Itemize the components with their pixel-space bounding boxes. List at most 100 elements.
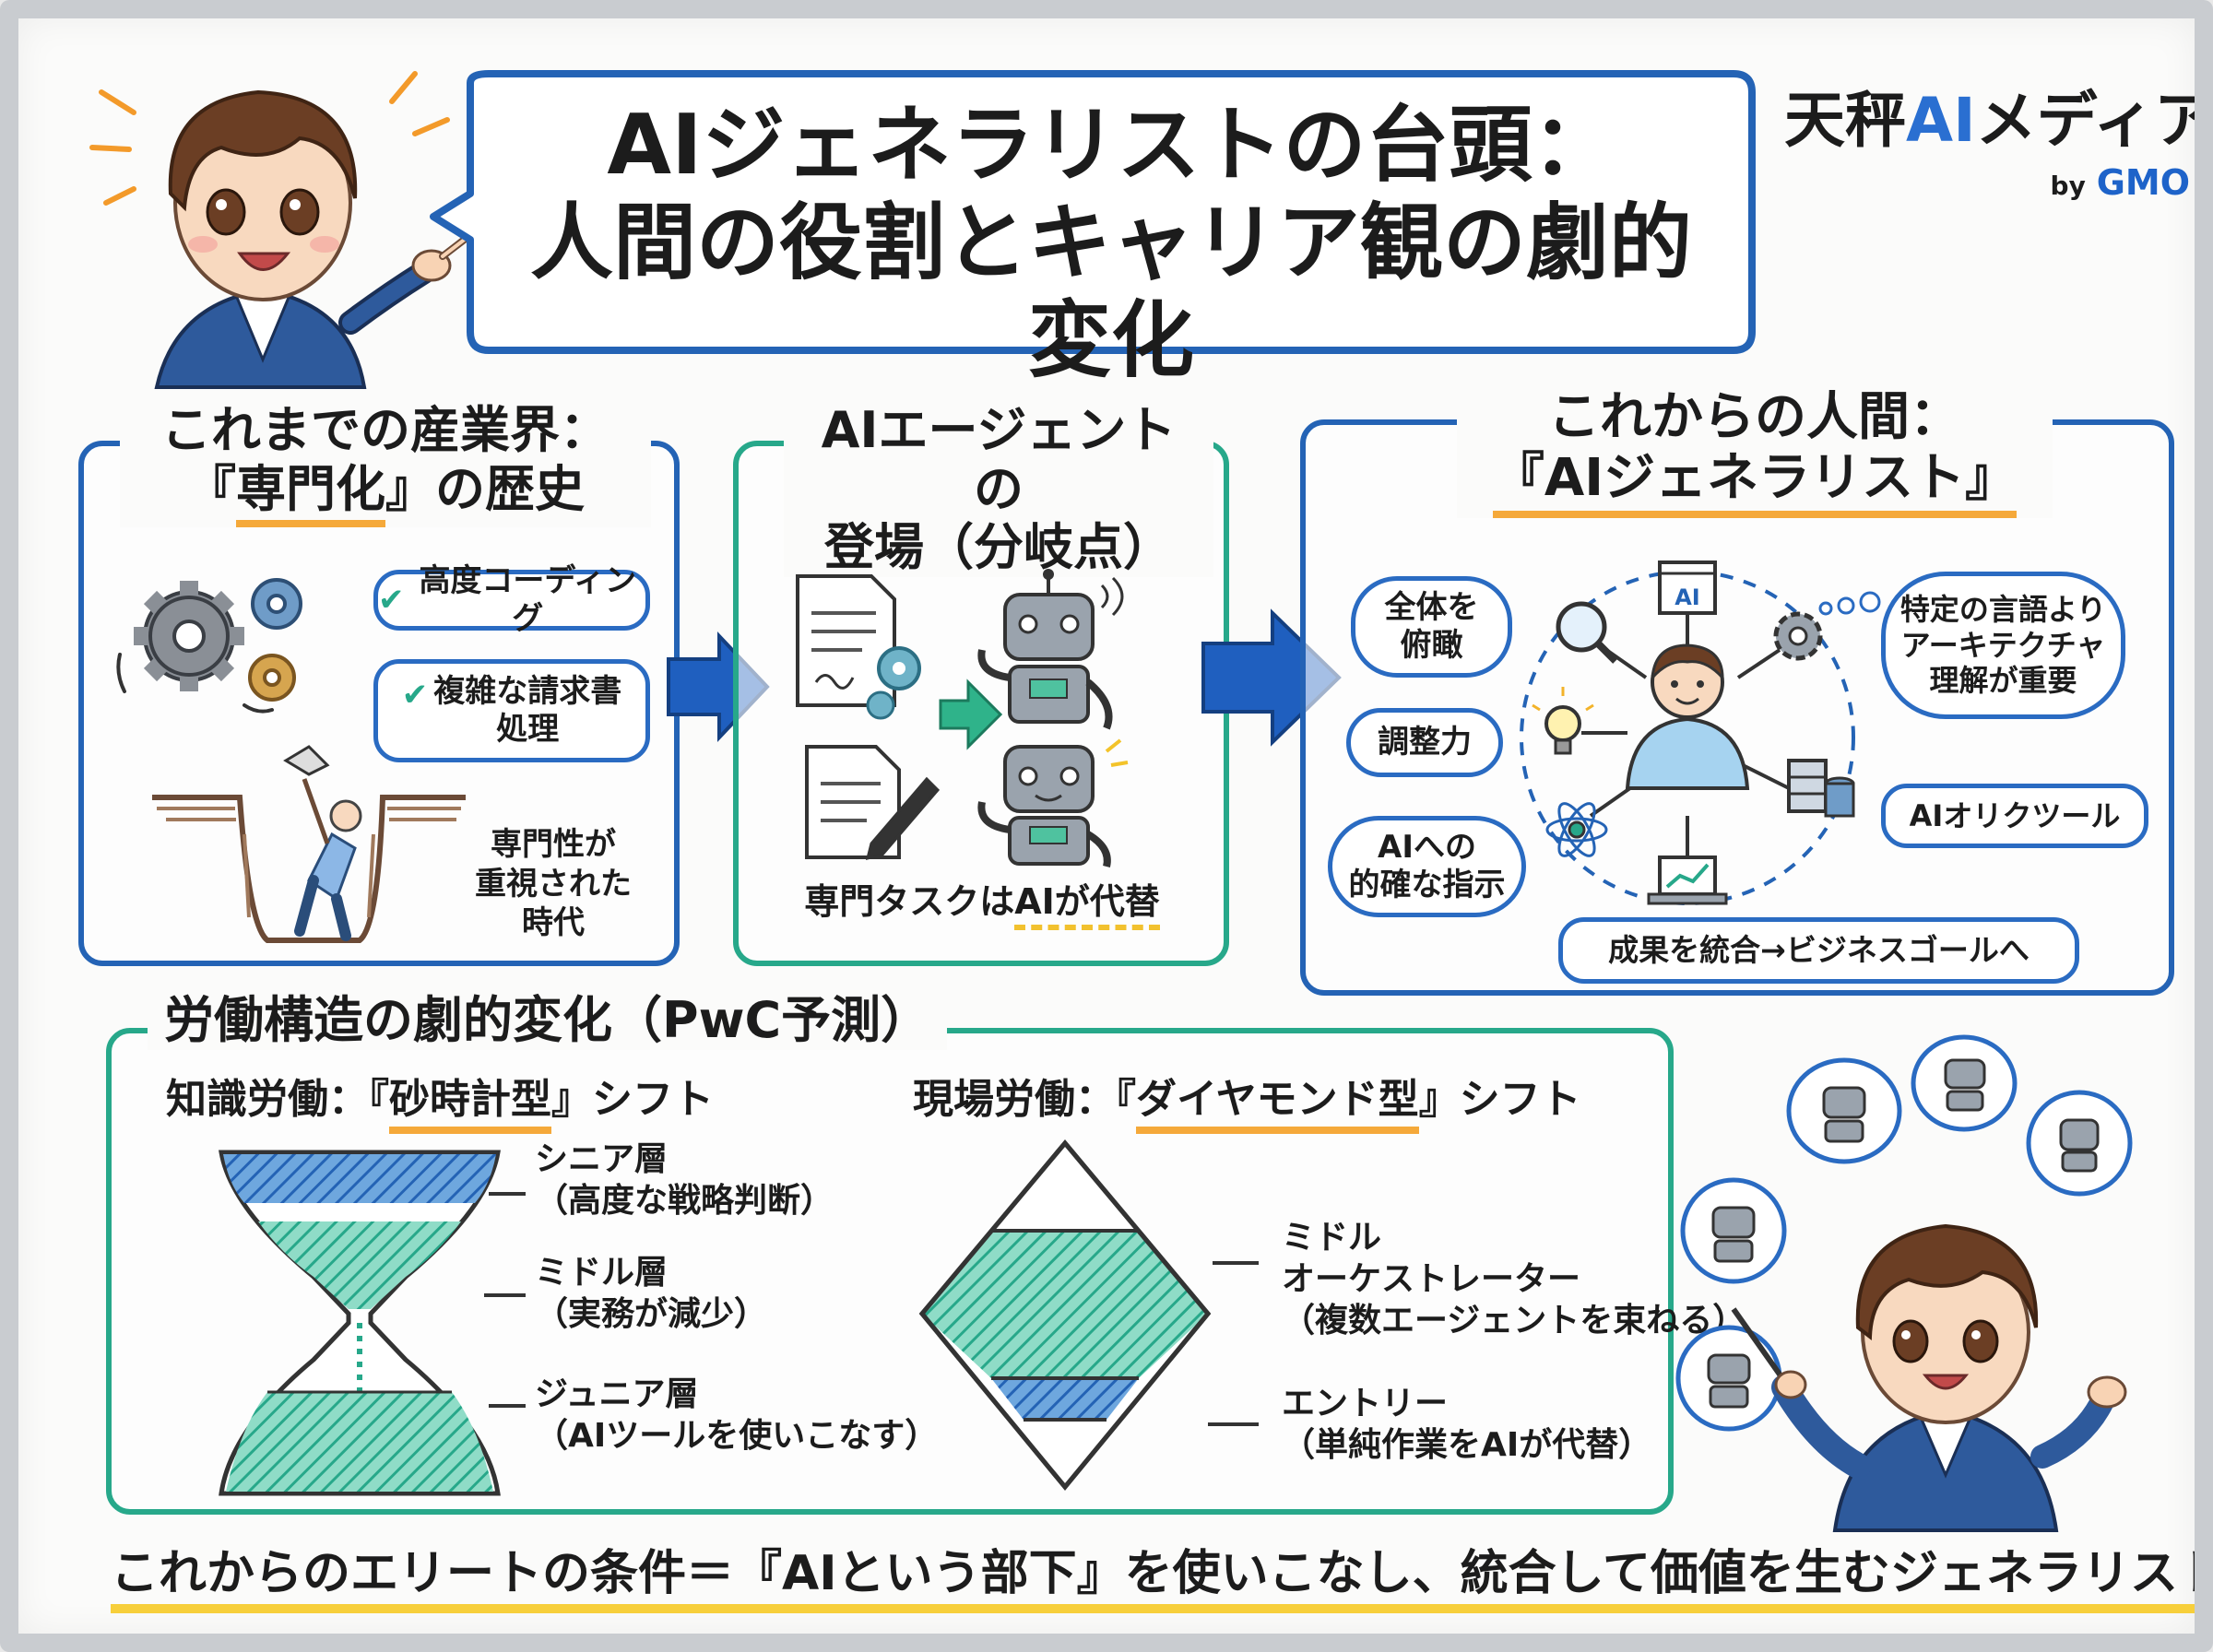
check-icon: ✔ <box>401 677 429 714</box>
diamond-diagram <box>918 1139 1212 1491</box>
panel-future-title: これからの人間： 『AIジェネラリスト』 <box>1457 387 2053 519</box>
bubble-integrate: 成果を統合→ビジネスゴールへ <box>1558 917 2079 984</box>
footer-conclusion: これからのエリートの条件＝『AIという部下』を使いこなし、統合して価値を生むジェ… <box>111 1544 2195 1613</box>
ai-screen-label: AI <box>1675 584 1700 610</box>
arrow-right-icon <box>939 678 1003 750</box>
label-middle: ミドル層 （実務が減少） <box>535 1252 767 1335</box>
history-caption-line2: 重視された <box>475 865 632 903</box>
bubble-architecture-line2: アーキテクチャ <box>1900 627 2106 663</box>
field-highlight: ダイヤモンド型 <box>1136 1074 1419 1134</box>
logo-text-ai: AI <box>1906 85 1976 156</box>
hourglass-diagram <box>219 1150 501 1496</box>
logo-text-1: 天秤 <box>1784 85 1906 156</box>
digging-worker-illustration <box>152 745 466 943</box>
bubble-invoice-line2: 処理 <box>496 711 560 748</box>
hourglass-pointer-lines <box>484 1192 526 1408</box>
label-junior: ジュニア層 （AIツールを使いこなす） <box>535 1374 938 1457</box>
bubble-ai-tools-label: AIオリクツール <box>1909 797 2121 833</box>
laptop-chart-icon <box>1647 856 1728 905</box>
label-orchestrator-line3: （複数エージェントを束ねる） <box>1282 1302 1746 1339</box>
diamond-pointer-lines <box>1208 1261 1259 1426</box>
label-orchestrator: ミドル オーケストレーター （複数エージェントを束ねる） <box>1282 1217 1746 1341</box>
panel-history-title-line1: これまでの産業界： <box>161 401 609 459</box>
label-middle-line2: （実務が減少） <box>535 1295 768 1333</box>
title-line-1: AIジェネラリストの台頭： <box>607 97 1615 194</box>
field-suffix: 』シフト <box>1418 1076 1581 1123</box>
agents-caption-highlight: AIが代替 <box>1014 880 1160 930</box>
history-caption: 専門性が 重視された 時代 <box>461 825 645 943</box>
logo-gmo: GMO <box>2096 161 2190 203</box>
agents-caption-prefix: 専門タスクは <box>804 881 1015 922</box>
label-junior-line1: ジュニア層 <box>535 1375 699 1413</box>
field-work-heading: 現場労働：『ダイヤモンド型』シフト <box>913 1074 1581 1134</box>
bubble-architecture: 特定の言語よりアーキテクチャ理解が重要 <box>1881 572 2125 719</box>
label-entry: エントリー （単純作業をAIが代替） <box>1282 1383 1651 1466</box>
title-bubble-shape <box>430 70 1756 354</box>
label-orchestrator-line1: ミドル <box>1282 1219 1382 1257</box>
bubble-ai-tools: AIオリクツール <box>1881 784 2148 848</box>
panel-agents-title-line1: AIエージェントの <box>821 401 1177 518</box>
label-senior-line2: （高度な戦略判断） <box>535 1182 834 1220</box>
brand-logo: 天秤AIメディア by GMO <box>1784 85 2195 203</box>
panel-history-title-prefix: 『 <box>186 459 236 518</box>
bubble-coordination: 調整力 <box>1346 708 1503 777</box>
knowledge-highlight: 砂時計型 <box>389 1074 551 1134</box>
panel-history-title-highlight: 専門化 <box>236 460 385 528</box>
presenter-illustration-top <box>89 71 474 389</box>
title-line-2: 人間の役割とキャリア観の劇的変化 <box>530 195 1692 390</box>
gears-icon <box>116 578 302 714</box>
label-junior-line2: （AIツールを使いこなす） <box>535 1417 939 1455</box>
label-middle-line1: ミドル層 <box>535 1254 669 1292</box>
panel-future-title-line1: これからの人間： <box>1548 387 1961 447</box>
magnifier-icon <box>1556 601 1618 664</box>
knowledge-suffix: 』シフト <box>551 1076 714 1123</box>
bubble-instruction-line1: AIへの <box>1378 829 1476 867</box>
bubble-overview-line2: 俯瞰 <box>1400 627 1463 664</box>
check-icon: ✔ <box>378 581 405 619</box>
logo-by: by <box>2050 170 2086 201</box>
panel-agents-title: AIエージェントの 登場（分岐点） <box>784 401 1213 578</box>
document-gear-icon <box>796 574 921 720</box>
field-prefix: 現場労働：『 <box>913 1076 1136 1123</box>
database-icon <box>1787 759 1855 818</box>
agents-caption: 専門タスクはAIが代替 <box>761 880 1203 930</box>
history-caption-line1: 専門性が <box>491 826 616 863</box>
page-title: AIジェネラリストの台頭： 人間の役割とキャリア観の劇的変化 <box>498 97 1724 391</box>
document-pen-icon <box>805 745 941 861</box>
panel-labor-title: 労働構造の劇的変化（PwC予測） <box>148 991 948 1050</box>
robot-icon <box>977 738 1129 867</box>
bubble-instruction: AIへの的確な指示 <box>1328 816 1526 917</box>
bubble-advanced-coding-label: 高度コーディング <box>419 562 637 637</box>
bubble-overview: 全体を俯瞰 <box>1351 576 1512 678</box>
person-icon <box>1625 643 1750 790</box>
logo-text-2: メディア <box>1975 85 2213 156</box>
label-entry-line1: エントリー <box>1282 1385 1449 1422</box>
bubble-architecture-line1: 特定の言語より <box>1899 592 2107 628</box>
ai-atom-icon <box>1545 802 1608 857</box>
knowledge-work-heading: 知識労働：『砂時計型』シフト <box>166 1074 714 1134</box>
footer-prefix: これからのエリートの条件＝『 <box>111 1546 783 1601</box>
bubble-invoice-line1: 複雑な請求書 <box>433 673 622 711</box>
footer-highlight: AIという部下 <box>782 1546 1077 1601</box>
robot-icon <box>977 569 1124 730</box>
thought-dots-icon <box>1818 591 1881 616</box>
generalist-network-diagram: AI <box>1520 560 1855 905</box>
panel-history-title: これまでの産業界： 『専門化』の歴史 <box>120 401 651 528</box>
gear-icon <box>1773 611 1823 661</box>
bubble-overview-line1: 全体を <box>1384 589 1479 627</box>
bubble-integrate-label: 成果を統合→ビジネスゴールへ <box>1608 932 2030 969</box>
label-orchestrator-line2: オーケストレーター <box>1282 1260 1581 1298</box>
panel-agents-title-line2: 登場（分岐点） <box>824 518 1173 577</box>
bubble-coordination-label: 調整力 <box>1378 724 1472 761</box>
lightbulb-icon <box>1532 687 1594 755</box>
robot-icon <box>1707 1058 2100 1409</box>
label-entry-line2: （単純作業をAIが代替） <box>1282 1426 1652 1464</box>
panel-future-title-line2: 『AIジェネラリスト』 <box>1492 448 2018 519</box>
bubble-instruction-line2: 的確な指示 <box>1348 867 1506 903</box>
label-senior: シニア層 （高度な戦略判断） <box>535 1139 834 1221</box>
bubble-complex-invoice: ✔ 複雑な請求書処理 <box>373 659 650 762</box>
footer-suffix: 』を使いこなし、統合して価値を生むジェネラリスト能力 <box>1076 1546 2213 1601</box>
label-senior-line1: シニア層 <box>535 1140 669 1178</box>
panel-history-title-suffix: 』の歴史 <box>385 459 585 518</box>
